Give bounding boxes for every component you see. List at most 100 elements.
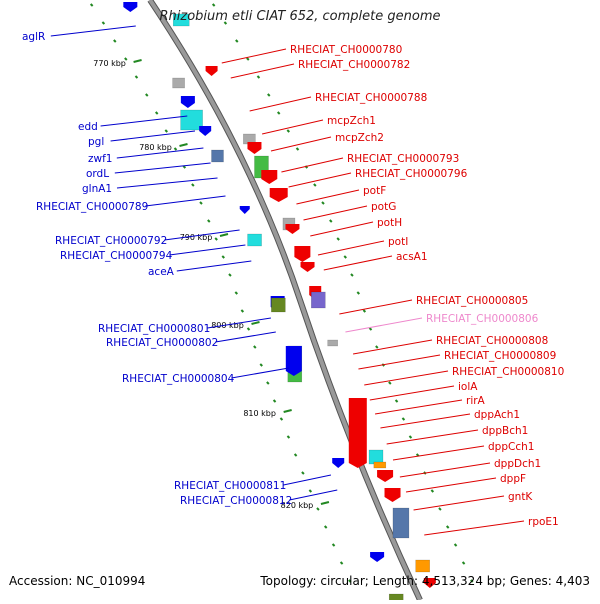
track-dot — [145, 93, 149, 97]
gene-box — [172, 77, 185, 89]
track-dot — [343, 255, 347, 259]
gene-label-right: dppBch1 — [482, 425, 528, 437]
label-leader — [323, 255, 393, 271]
label-leader — [114, 162, 211, 174]
tick-tracks — [89, 3, 474, 583]
gene-label-left: RHECIAT_CH0000804 — [122, 373, 235, 385]
track-dot — [323, 525, 328, 529]
label-leader — [50, 25, 136, 37]
track-dot — [101, 21, 106, 25]
ruler-tick-label: 810 kbp — [243, 409, 276, 418]
label-leader — [249, 96, 312, 112]
track-dot — [316, 507, 320, 511]
gene-arrow — [247, 142, 262, 154]
track-dot — [272, 399, 277, 403]
track-dot — [223, 21, 228, 25]
gene-label-right: potI — [388, 236, 408, 248]
label-leader — [303, 205, 368, 221]
track-dot — [394, 399, 399, 403]
ruler-tick-label: 770 kbp — [93, 59, 126, 68]
gene-label-right: potF — [363, 185, 386, 197]
track-dot — [286, 129, 290, 133]
ruler-tick — [179, 143, 188, 147]
gene-label-left: RHECIAT_CH0000811 — [174, 480, 286, 492]
gene-label-right: RHECIAT_CH0000808 — [436, 335, 548, 347]
track-dot — [329, 219, 333, 223]
gene-arrow — [384, 488, 401, 502]
track-dot — [461, 561, 466, 565]
track-dot — [453, 543, 458, 547]
track-dot — [259, 363, 263, 367]
label-leader — [164, 229, 240, 241]
label-leader — [116, 177, 218, 189]
gene-label-right: mcpZch2 — [335, 132, 384, 144]
gene-label-right: rpoE1 — [528, 516, 559, 528]
track-dot — [308, 489, 313, 493]
gene-label-left: RHECIAT_CH0000792 — [55, 235, 167, 247]
track-dot — [430, 489, 435, 493]
label-leader — [145, 195, 226, 207]
track-dot — [401, 417, 406, 421]
gene-label-right: dppCch1 — [488, 441, 534, 453]
gene-arrow — [300, 262, 315, 272]
track-dot — [267, 93, 271, 97]
track-dot — [356, 291, 361, 295]
track-dot — [211, 3, 216, 7]
label-leader — [392, 445, 485, 461]
track-dot — [207, 219, 211, 223]
ruler-tick — [251, 321, 260, 325]
gene-label-left: RHECIAT_CH0000802 — [106, 337, 218, 349]
label-leader — [369, 385, 455, 401]
track-dot — [470, 579, 474, 583]
track-dot — [113, 39, 117, 43]
gene-arrow — [332, 458, 345, 468]
gene-label-right: RHECIAT_CH0000793 — [347, 153, 459, 165]
label-leader — [169, 244, 246, 256]
gene-label-right: dppAch1 — [474, 409, 520, 421]
gene-label-right: iolA — [458, 381, 478, 393]
track-dot — [214, 237, 218, 241]
ruler-tick — [320, 501, 330, 505]
label-leader — [110, 130, 196, 142]
map-title: Rhizobium etli CIAT 652, complete genome — [159, 9, 441, 24]
gene-label-right: RHECIAT_CH0000788 — [315, 92, 427, 104]
gene-label-right: potH — [377, 217, 402, 229]
label-leader — [310, 221, 374, 237]
label-leader — [358, 354, 441, 370]
gene-label-right: RHECIAT_CH0000796 — [355, 168, 468, 180]
gene-label-left: zwf1 — [88, 153, 112, 165]
gene-label-left: pgl — [88, 136, 104, 148]
ruler-tick-label: 820 kbp — [281, 501, 314, 510]
gene-arrow — [269, 188, 288, 202]
gene-box — [311, 291, 326, 309]
gene-box — [415, 559, 430, 573]
track-dot — [279, 417, 284, 421]
track-dot — [240, 309, 245, 313]
track-dot — [408, 435, 413, 439]
label-leader — [262, 119, 324, 135]
label-leader — [345, 317, 423, 333]
label-leader — [424, 520, 525, 536]
gene-arrow — [239, 206, 250, 214]
track-dot — [253, 345, 257, 349]
track-dot — [339, 561, 344, 565]
ruler-tick-label: 780 kbp — [139, 143, 172, 152]
ruler-tick-label: 790 kbp — [180, 233, 213, 242]
track-dot — [295, 147, 300, 151]
track-dot — [375, 345, 379, 349]
label-leader — [339, 299, 413, 315]
label-leader — [413, 495, 505, 511]
gene-label-right: RHECIAT_CH0000780 — [290, 44, 402, 56]
gene-label-right: RHECIAT_CH0000782 — [298, 59, 410, 71]
gene-label-right: acsA1 — [396, 251, 428, 263]
ruler-tick — [133, 59, 142, 63]
track-dot — [293, 453, 298, 457]
label-leader — [386, 429, 479, 445]
gene-label-right: gntK — [508, 491, 533, 503]
gene-box — [172, 13, 190, 27]
label-leader — [317, 240, 385, 256]
gene-box — [180, 109, 203, 131]
track-dot — [256, 75, 261, 79]
ruler-tick — [283, 409, 292, 413]
